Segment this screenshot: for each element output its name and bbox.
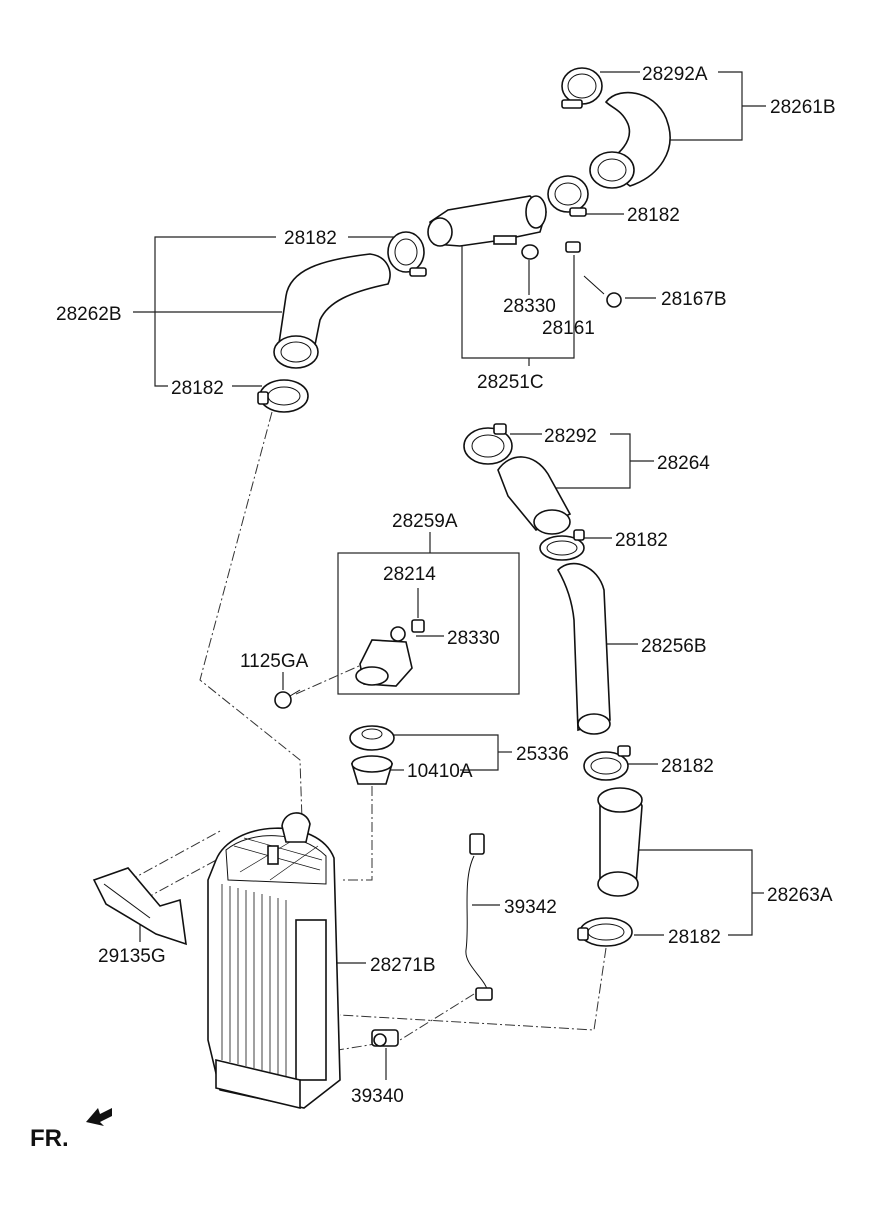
label-1125GA: 1125GA [240, 651, 309, 672]
clamp-28292 [463, 423, 513, 465]
hose-28256B [557, 562, 611, 735]
bracket-28259A [355, 619, 425, 687]
hose-28262B [273, 253, 391, 369]
label-28271B: 28271B [370, 955, 436, 976]
insulator-10410A [350, 755, 394, 785]
sensor-harness-39342 [465, 833, 493, 1001]
washer-28330-top [521, 244, 539, 260]
part-labels: 28292A 28261B 28182 28182 28262B 28330 2… [30, 64, 836, 1152]
clamp-28182-mid [539, 529, 585, 561]
hose-28264 [497, 456, 572, 535]
bolt-1125GA [274, 689, 301, 709]
label-25336: 25336 [516, 744, 569, 765]
bolt-28167B [565, 241, 622, 308]
clamp-28182-top-right [547, 175, 589, 217]
clamp-28292A [561, 67, 603, 109]
label-10410A: 10410A [407, 761, 473, 782]
air-guide-29135G [92, 867, 187, 946]
label-28259A: 28259A [392, 511, 458, 532]
label-28251C: 28251C [477, 372, 544, 393]
mount-25336 [349, 725, 395, 751]
clamp-28182-left [257, 379, 309, 413]
sensor-39340 [371, 1029, 399, 1047]
label-28182-upper-left: 28182 [284, 228, 337, 249]
label-28256B: 28256B [641, 636, 707, 657]
label-29135G: 29135G [98, 946, 166, 967]
label-28261B: 28261B [770, 97, 836, 118]
label-28330-top: 28330 [503, 296, 556, 317]
hose-28261B [589, 91, 671, 189]
label-39342: 39342 [504, 897, 557, 918]
label-28263A: 28263A [767, 885, 833, 906]
hose-28263A [597, 787, 643, 897]
clamp-28182-bottom-right [577, 917, 633, 947]
label-28264: 28264 [657, 453, 710, 474]
label-28262B: 28262B [56, 304, 122, 325]
clamp-28182-right-lower [583, 745, 631, 781]
label-28292A: 28292A [642, 64, 708, 85]
label-39340: 39340 [351, 1086, 404, 1107]
label-front-direction: FR. [30, 1125, 69, 1152]
label-28167B: 28167B [661, 289, 727, 310]
label-28182-bottom-right: 28182 [668, 927, 721, 948]
leader-lines [133, 71, 766, 1080]
label-28161: 28161 [542, 318, 595, 339]
label-28330-bracket: 28330 [447, 628, 500, 649]
label-28182-right-lower: 28182 [661, 756, 714, 777]
pipe-28251C [427, 195, 547, 247]
intercooler-28271B [207, 812, 341, 1110]
label-28182-mid: 28182 [615, 530, 668, 551]
label-28292: 28292 [544, 426, 597, 447]
label-28182-left: 28182 [171, 378, 224, 399]
front-direction-arrow-icon [86, 1108, 112, 1126]
label-28182-top-right: 28182 [627, 205, 680, 226]
label-28214: 28214 [383, 564, 436, 585]
clamp-28182-upper-mid [387, 231, 427, 277]
